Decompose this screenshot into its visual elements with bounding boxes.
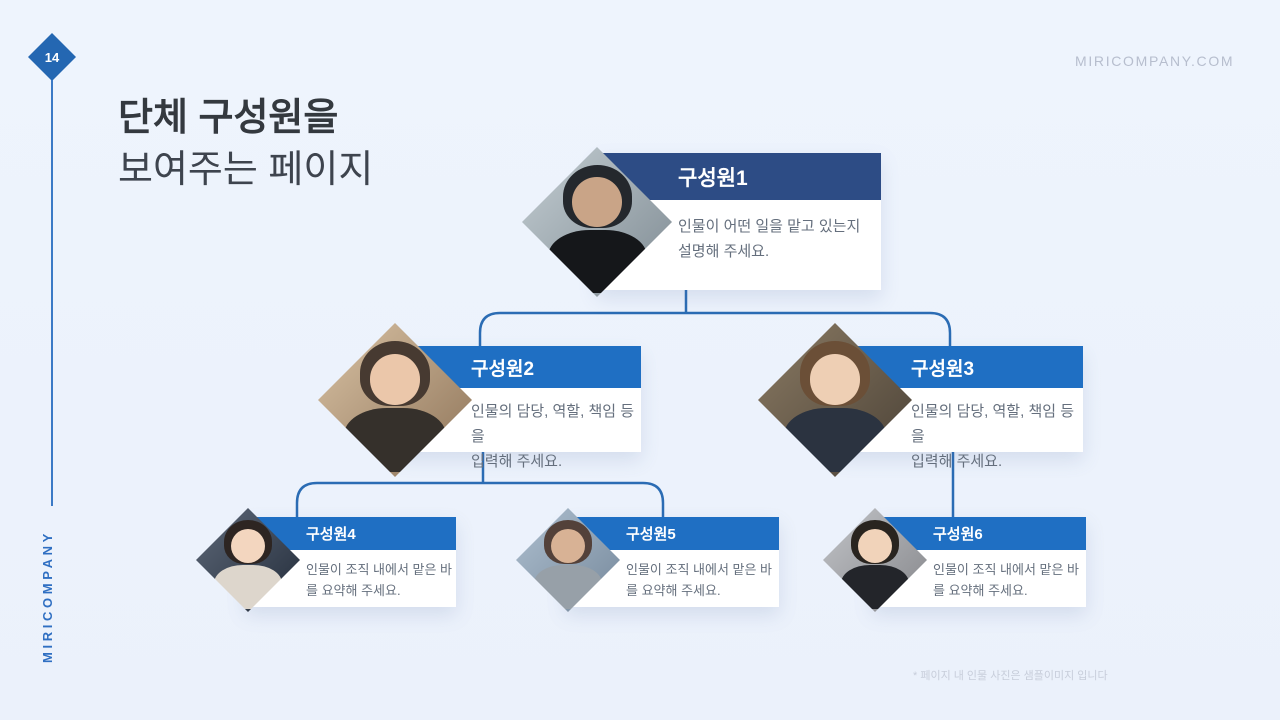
connector-m2-to-m4-m5 <box>295 452 665 517</box>
member-3-desc-line1: 인물의 담당, 역할, 책임 등을 <box>911 403 1075 445</box>
avatar-face <box>369 353 421 405</box>
avatar-face <box>857 528 893 564</box>
member-5-header: 구성원5 <box>565 517 779 550</box>
member-5-desc-line1: 인물이 조직 내에서 맡은 바 <box>626 562 773 577</box>
page-title-line1: 단체 구성원을 <box>118 97 339 139</box>
member-2-desc-line2: 입력해 주세요. <box>471 453 563 470</box>
page-title-line2: 보여주는 페이지 <box>118 149 374 191</box>
member-6-desc-line1: 인물이 조직 내에서 맡은 바 <box>933 562 1080 577</box>
site-url: MIRICOMPANY.COM <box>1075 53 1235 69</box>
member-1-desc-line1: 인물이 어떤 일을 맡고 있는지 <box>678 218 861 235</box>
member-card-5: 구성원5 인물이 조직 내에서 맡은 바 를 요약해 주세요. <box>565 517 779 607</box>
member-6-name: 구성원6 <box>933 526 983 543</box>
member-4-name: 구성원4 <box>306 526 356 543</box>
member-5-desc-line2: 를 요약해 주세요. <box>626 583 721 598</box>
connector-m1-to-m2-m3 <box>478 290 952 346</box>
page-title: 단체 구성원을 보여주는 페이지 <box>118 92 373 196</box>
sample-image-footnote: * 페이지 내 인물 사진은 샘플이미지 입니다 <box>913 670 1108 682</box>
page-number: 14 <box>44 49 60 65</box>
brand-vertical-text: MIRICOMPANY <box>40 530 55 663</box>
avatar-face <box>230 528 266 564</box>
left-rail-line <box>51 80 53 506</box>
member-3-name: 구성원3 <box>911 358 975 380</box>
avatar-face <box>572 177 622 227</box>
member-6-desc-line2: 를 요약해 주세요. <box>933 583 1028 598</box>
member-1-header: 구성원1 <box>597 153 881 200</box>
member-3-desc-line2: 입력해 주세요. <box>911 453 1003 470</box>
avatar-face <box>550 528 586 564</box>
member-1-name: 구성원1 <box>678 166 748 190</box>
member-4-desc-line2: 를 요약해 주세요. <box>306 583 401 598</box>
member-5-name: 구성원5 <box>626 526 676 543</box>
avatar-face <box>809 353 861 405</box>
member-2-desc-line1: 인물의 담당, 역할, 책임 등을 <box>471 403 635 445</box>
member-1-desc-line2: 설명해 주세요. <box>678 243 770 260</box>
member-4-desc-line1: 인물이 조직 내에서 맡은 바 <box>306 562 453 577</box>
member-2-name: 구성원2 <box>471 358 535 380</box>
